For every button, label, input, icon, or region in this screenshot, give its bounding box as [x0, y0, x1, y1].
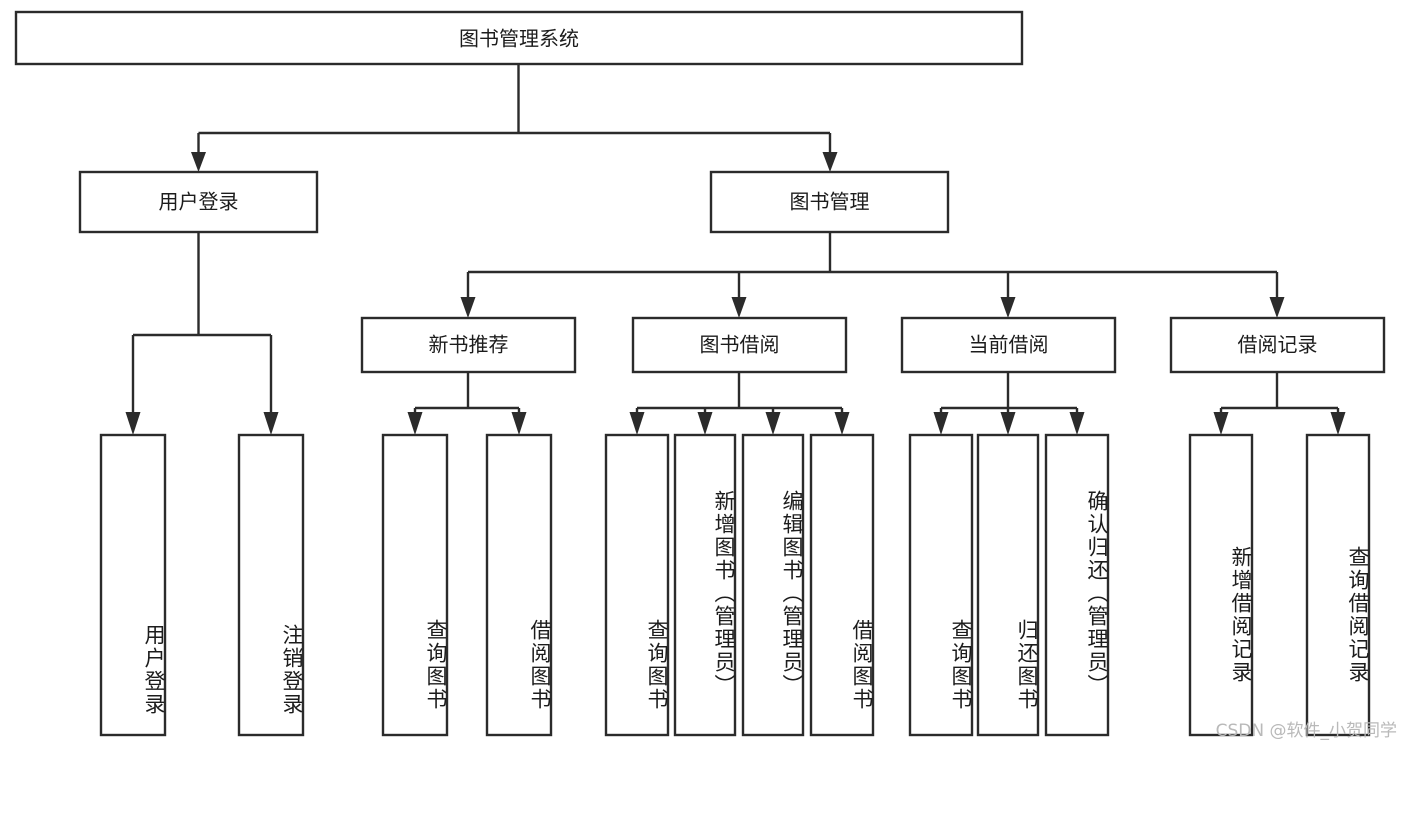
node-book-mgmt[interactable]: 图书管理	[709, 170, 950, 234]
connector-group-current-borrow	[933, 372, 1085, 435]
leaf-box-user-login[interactable]	[99, 433, 167, 737]
arrow-head-leaf-query-book-3	[933, 412, 949, 435]
node-borrow-record-label: 借阅记录	[1238, 333, 1318, 357]
leaf-box-query-book-1[interactable]	[381, 433, 449, 737]
connector-group-borrow-record	[1213, 372, 1346, 435]
node-current-borrow-box[interactable]	[900, 316, 1117, 374]
node-current-borrow-label: 当前借阅	[969, 333, 1049, 357]
node-new-book-rec-box[interactable]	[360, 316, 577, 374]
arrow-head-leaf-borrow-book-1	[511, 412, 527, 435]
leaf-box-query-book-2[interactable]	[604, 433, 670, 737]
leaf-box-borrow-book-2[interactable]	[809, 433, 875, 737]
arrow-head-leaf-return-book	[1000, 412, 1016, 435]
arrow-head-leaf-logout	[263, 412, 279, 435]
arrow-head-leaf-query-record	[1330, 412, 1346, 435]
node-current-borrow[interactable]: 当前借阅	[900, 316, 1117, 374]
arrow-head-user-login	[191, 152, 206, 172]
arrow-head-leaf-edit-book	[765, 412, 781, 435]
node-new-book-rec[interactable]: 新书推荐	[360, 316, 577, 374]
diagram-canvas: 图书管理系统 用户登录 图书管理 新书推荐 图书借阅 当前借阅 借阅记录	[14, 10, 1397, 741]
node-new-book-rec-label: 新书推荐	[429, 333, 509, 357]
node-root-label: 图书管理系统	[459, 27, 579, 51]
node-borrow-record-box[interactable]	[1169, 316, 1386, 374]
leaf-box-query-record[interactable]	[1305, 433, 1371, 737]
arrow-head-borrow-record	[1269, 297, 1285, 318]
node-book-borrow[interactable]: 图书借阅	[631, 316, 848, 374]
tree-diagram-svg: 图书管理系统 用户登录 图书管理 新书推荐 图书借阅 当前借阅 借阅记录	[14, 10, 1386, 737]
arrow-head-leaf-user-login	[125, 412, 141, 435]
arrow-head-new-book-rec	[460, 297, 476, 318]
connector-group-root	[191, 64, 838, 172]
connector-group-user-login	[125, 232, 279, 435]
leaf-box-return-book[interactable]	[976, 433, 1040, 737]
arrow-head-leaf-query-book-1	[407, 412, 423, 435]
arrow-head-leaf-borrow-book-2	[834, 412, 850, 435]
node-root-box[interactable]	[14, 10, 1024, 66]
node-book-borrow-box[interactable]	[631, 316, 848, 374]
arrow-head-leaf-confirm-return	[1069, 412, 1085, 435]
arrow-head-leaf-query-book-2	[629, 412, 645, 435]
leaf-box-group	[99, 433, 1371, 737]
arrow-head-leaf-add-record	[1213, 412, 1229, 435]
arrow-head-book-borrow	[731, 297, 747, 318]
node-user-login-label: 用户登录	[159, 190, 239, 214]
node-book-mgmt-box[interactable]	[709, 170, 950, 234]
leaf-box-add-record[interactable]	[1188, 433, 1254, 737]
arrow-head-book-mgmt	[822, 152, 838, 172]
node-book-mgmt-label: 图书管理	[790, 190, 870, 214]
connector-group-book-borrow	[629, 372, 850, 435]
csdn-watermark: CSDN @软件_小贺同学	[1215, 721, 1397, 741]
leaf-box-add-book[interactable]	[673, 433, 737, 737]
node-book-borrow-label: 图书借阅	[700, 333, 780, 357]
arrow-head-current-borrow	[1000, 297, 1016, 318]
node-user-login-box[interactable]	[78, 170, 319, 234]
connector-group-book-mgmt	[460, 232, 1285, 318]
leaf-box-confirm-return[interactable]	[1044, 433, 1110, 737]
node-borrow-record[interactable]: 借阅记录	[1169, 316, 1386, 374]
node-user-login[interactable]: 用户登录	[78, 170, 319, 234]
leaf-box-edit-book[interactable]	[741, 433, 805, 737]
node-root[interactable]: 图书管理系统	[14, 10, 1024, 66]
connector-group-new-book-rec	[407, 372, 527, 435]
leaf-box-borrow-book-1[interactable]	[485, 433, 553, 737]
arrow-head-leaf-add-book	[697, 412, 713, 435]
leaf-box-logout[interactable]	[237, 433, 305, 737]
leaf-box-query-book-3[interactable]	[908, 433, 974, 737]
